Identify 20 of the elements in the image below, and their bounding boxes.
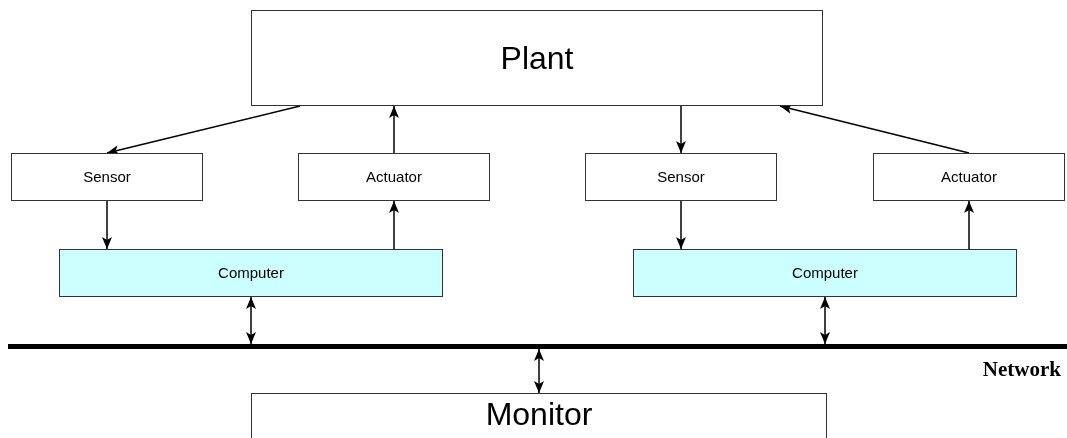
component-box: Sensor [585, 153, 777, 201]
arrow [820, 296, 830, 345]
component-box: Actuator [873, 153, 1065, 201]
arrow [389, 105, 399, 154]
arrow [534, 348, 544, 394]
arrow [106, 105, 301, 155]
component-box: Sensor [11, 153, 203, 201]
arrow [102, 200, 112, 250]
computer-box: Computer [633, 249, 1017, 297]
computer-box: Computer [59, 249, 443, 297]
arrow [964, 200, 974, 250]
plant-box: Plant [251, 10, 823, 106]
arrow [389, 200, 399, 250]
monitor-box: Monitor [251, 393, 827, 438]
component-box: Actuator [298, 153, 490, 201]
arrow [676, 105, 686, 154]
arrow [676, 200, 686, 250]
arrow [246, 296, 256, 345]
arrow [779, 104, 970, 154]
network-label: Network [982, 359, 1061, 380]
